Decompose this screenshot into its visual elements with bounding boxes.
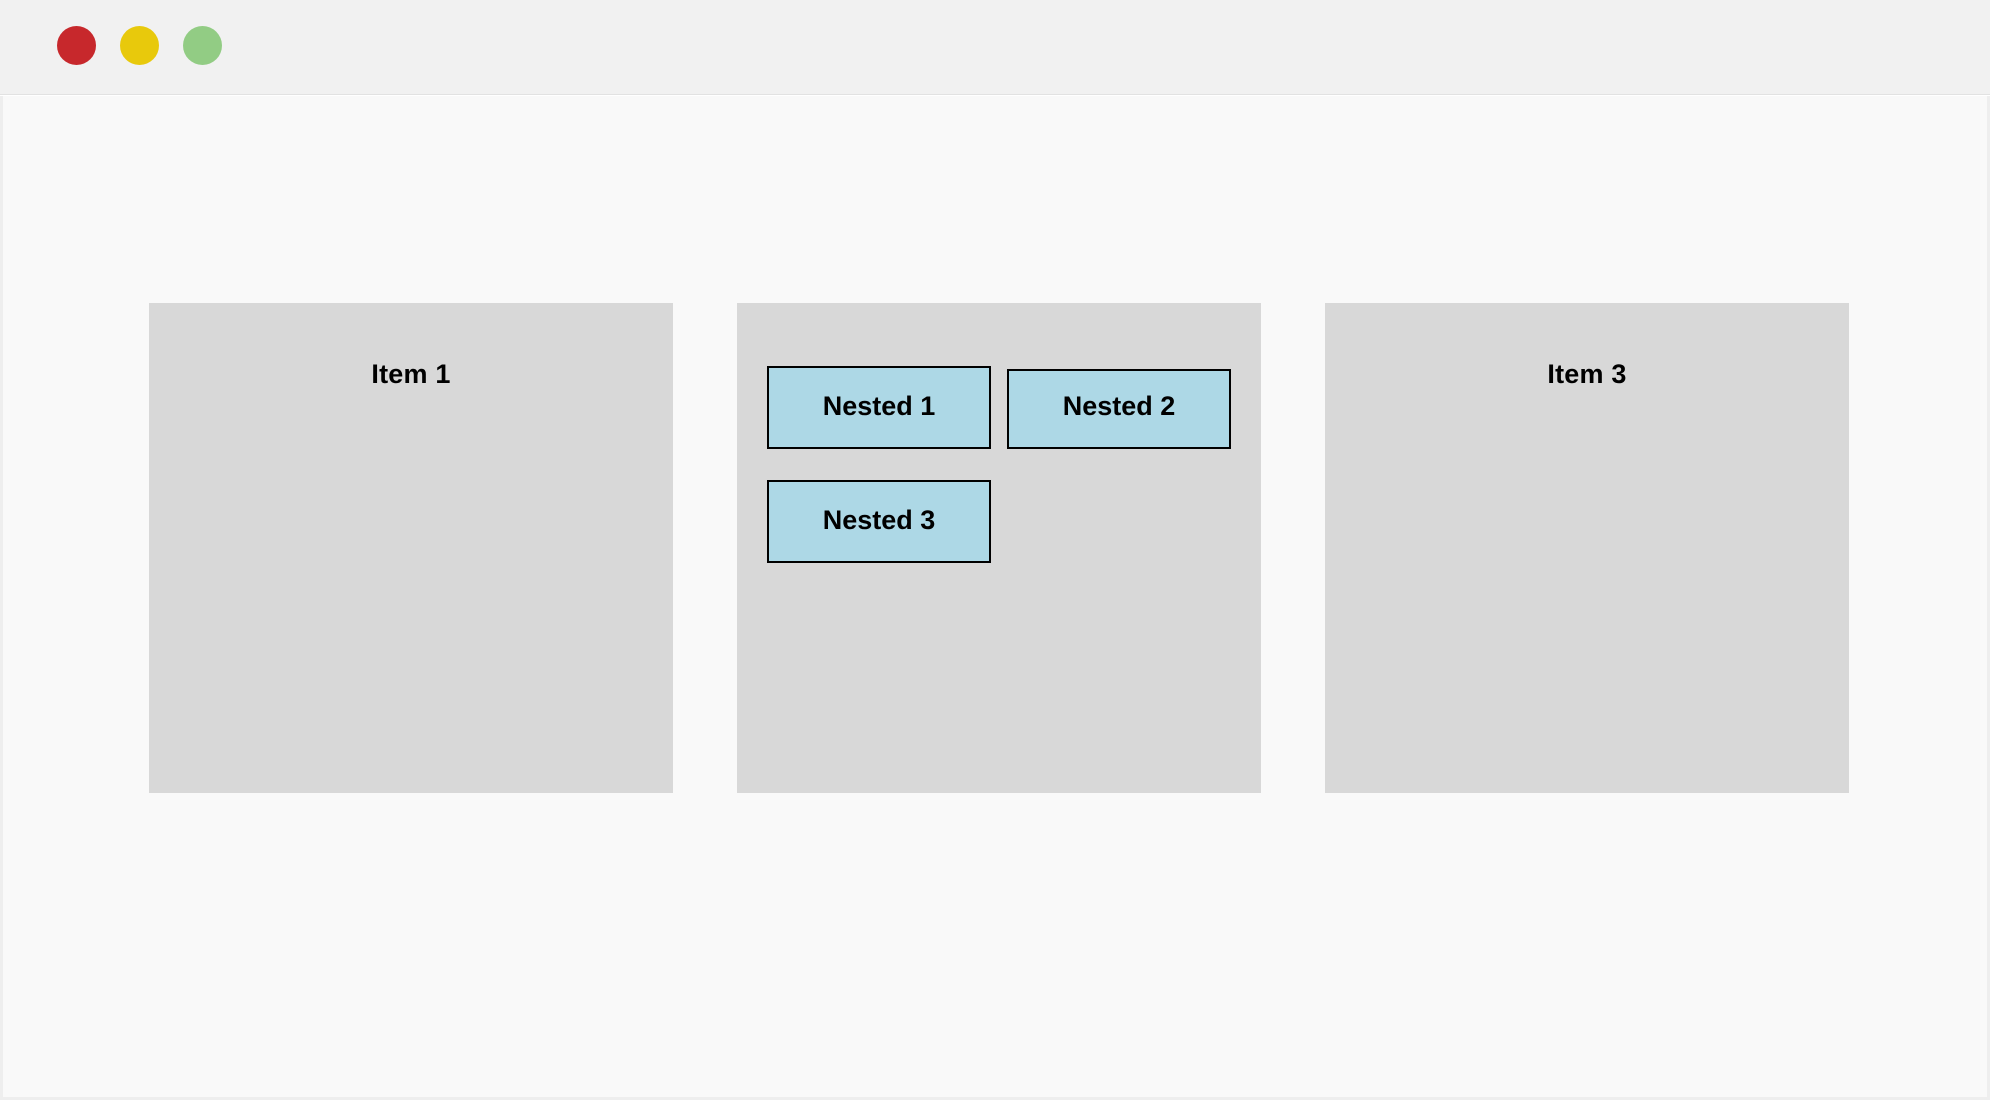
- nested-item-1[interactable]: Nested 1: [767, 366, 991, 449]
- window-titlebar: [0, 0, 1990, 95]
- flex-item-1: Item 1: [149, 303, 673, 793]
- flex-item-1-label: Item 1: [371, 359, 451, 389]
- minimize-button[interactable]: [120, 26, 159, 65]
- flex-item-3: Item 3: [1325, 303, 1849, 793]
- nested-items-row-2: Nested 3: [767, 449, 1261, 563]
- nested-item-2[interactable]: Nested 2: [1007, 369, 1231, 449]
- flex-item-3-label: Item 3: [1547, 359, 1627, 389]
- maximize-button[interactable]: [183, 26, 222, 65]
- nested-item-3[interactable]: Nested 3: [767, 480, 991, 563]
- window-controls: [57, 26, 222, 65]
- close-button[interactable]: [57, 26, 96, 65]
